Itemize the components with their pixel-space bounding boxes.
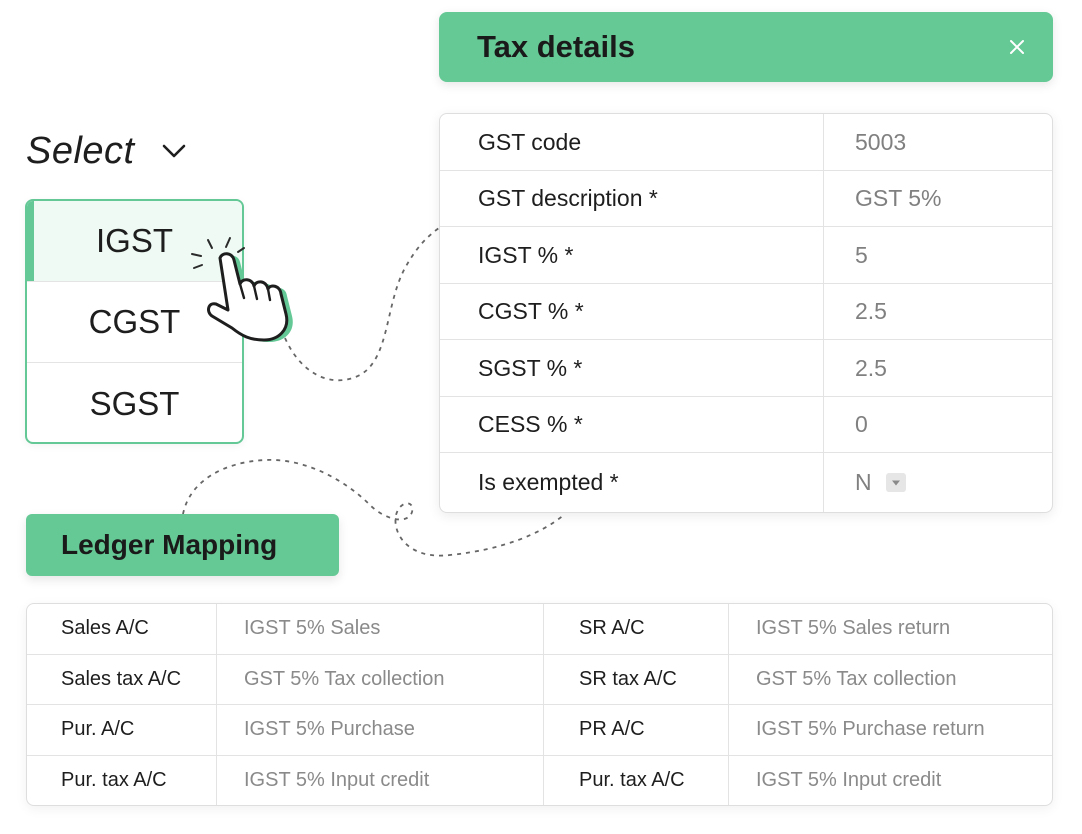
dropdown-item-sgst[interactable]: SGST: [27, 363, 242, 442]
ledger-value[interactable]: IGST 5% Sales return: [756, 617, 951, 640]
ledger-mapping-header: Ledger Mapping: [26, 514, 339, 576]
connector-dropdown-to-tax: [284, 227, 440, 382]
row-label: CGST % *: [440, 284, 824, 339]
table-row: CGST % * 2.5: [440, 284, 1052, 340]
row-value: N: [855, 469, 872, 495]
click-burst-icon: [191, 237, 245, 269]
dropdown-item-label: IGST: [95, 222, 173, 259]
ledger-value[interactable]: IGST 5% Purchase return: [756, 718, 985, 741]
sgst-percent-field[interactable]: 2.5: [824, 340, 1052, 396]
row-label: SGST % *: [440, 340, 824, 396]
ledger-label: Pur. A/C: [27, 705, 217, 755]
tax-details-table: GST code 5003 GST description * GST 5% I…: [439, 113, 1053, 513]
chevron-down-icon[interactable]: [159, 136, 189, 166]
row-value: 5003: [855, 128, 907, 155]
ledger-label: Sales tax A/C: [27, 654, 217, 704]
tax-details-title: Tax details: [477, 29, 635, 64]
select-control[interactable]: Select: [26, 126, 189, 176]
ledger-mapping-title: Ledger Mapping: [61, 529, 278, 560]
ledger-value[interactable]: IGST 5% Input credit: [756, 769, 942, 792]
select-label: Select: [26, 129, 135, 172]
row-label: GST description *: [440, 171, 824, 226]
table-row: Sales tax A/C GST 5% Tax collection SR t…: [27, 654, 1052, 705]
ledger-label: PR A/C: [544, 705, 729, 755]
table-row: IGST % * 5: [440, 227, 1052, 284]
row-value: 2.5: [855, 298, 887, 324]
dropdown-item-igst[interactable]: IGST: [27, 201, 242, 282]
row-value: 0: [855, 411, 868, 437]
ledger-label: Sales A/C: [27, 604, 217, 654]
table-row: GST description * GST 5%: [440, 171, 1052, 227]
caret-down-icon[interactable]: [885, 473, 906, 492]
tax-details-header: Tax details: [439, 12, 1053, 82]
row-label: CESS % *: [440, 397, 824, 452]
row-value: GST 5%: [855, 185, 942, 211]
gst-code-field[interactable]: 5003: [824, 114, 1052, 170]
igst-percent-field[interactable]: 5: [824, 227, 1052, 283]
table-row: SGST % * 2.5: [440, 340, 1052, 397]
row-value: 5: [855, 241, 868, 268]
cgst-percent-field[interactable]: 2.5: [824, 284, 1052, 339]
table-row: GST code 5003: [440, 114, 1052, 171]
ledger-mapping-table: Sales A/C IGST 5% Sales SR A/C IGST 5% S…: [26, 603, 1053, 806]
cess-percent-field[interactable]: 0: [824, 397, 1052, 452]
ledger-value[interactable]: IGST 5% Purchase: [217, 705, 544, 755]
row-label: Is exempted *: [440, 453, 824, 512]
close-icon[interactable]: [989, 19, 1045, 75]
is-exempted-select[interactable]: N: [824, 453, 1052, 512]
table-row: Pur. A/C IGST 5% Purchase PR A/C IGST 5%…: [27, 705, 1052, 756]
table-row: Is exempted * N: [440, 453, 1052, 512]
ledger-label: Pur. tax A/C: [27, 755, 217, 805]
ledger-label: SR A/C: [544, 604, 729, 654]
ledger-label: Pur. tax A/C: [544, 755, 729, 805]
dropdown-item-label: CGST: [88, 303, 181, 340]
row-value: 2.5: [855, 354, 887, 381]
hand-pointer-icon: [191, 237, 293, 342]
dropdown-item-label: SGST: [89, 384, 180, 422]
ledger-value[interactable]: GST 5% Tax collection: [756, 667, 957, 690]
table-row: Pur. tax A/C IGST 5% Input credit Pur. t…: [27, 755, 1052, 805]
ledger-value[interactable]: GST 5% Tax collection: [217, 654, 544, 704]
dropdown-item-cgst[interactable]: CGST: [27, 282, 242, 363]
row-label: GST code: [440, 114, 824, 170]
table-row: CESS % * 0: [440, 397, 1052, 453]
table-row: Sales A/C IGST 5% Sales SR A/C IGST 5% S…: [27, 604, 1052, 655]
ledger-label: SR tax A/C: [544, 654, 729, 704]
ledger-value[interactable]: IGST 5% Input credit: [217, 755, 544, 805]
row-label: IGST % *: [440, 227, 824, 283]
ledger-value[interactable]: IGST 5% Sales: [217, 604, 544, 654]
gst-description-field[interactable]: GST 5%: [824, 171, 1052, 226]
